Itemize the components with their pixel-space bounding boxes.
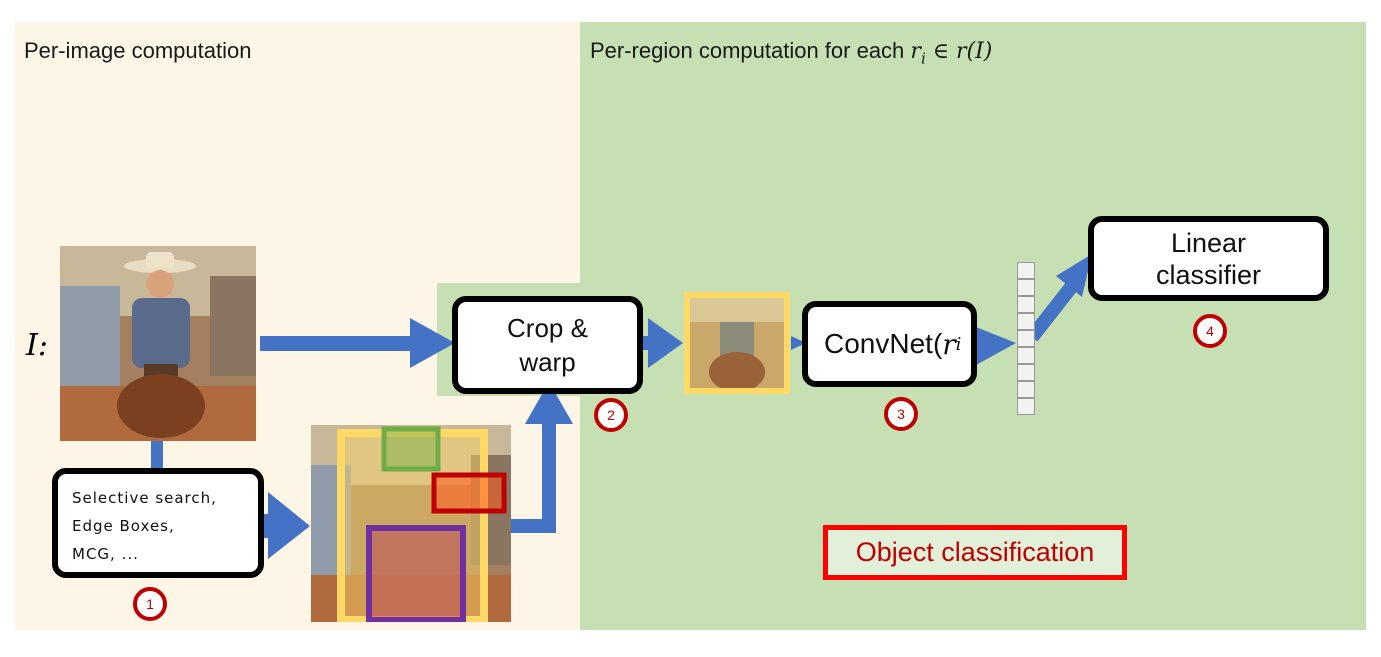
per-region-title: Per-region computation for each ri ∈ r(I… [590,38,992,67]
feature-cell [1017,330,1035,347]
feature-cell [1017,313,1035,330]
crop-line-1: Crop & [507,313,588,343]
crop-line-2: warp [519,347,576,377]
per-region-title-rest: ∈ r(I) [925,39,993,64]
object-classification-text: Object classification [855,537,1095,567]
feature-cell [1017,262,1035,279]
arrow-regions-to-crop-vertical [542,420,556,533]
per-region-title-text: Per-region computation for each [590,38,911,63]
region-red-box [431,472,507,514]
cowboy-photo-illustration [60,246,256,441]
region-purple-box [366,525,466,622]
step-1-badge: 1 [133,587,167,621]
per-region-title-sub: i [920,49,926,68]
classifier-line-2: classifier [1155,259,1262,290]
object-classification-label: Object classification [823,525,1127,580]
step-3-badge: 3 [884,397,918,431]
arrow-features-to-classifier-shaft [1026,281,1078,342]
arrow-image-to-crop-shaft [260,336,412,351]
feature-cell [1017,296,1035,313]
step-4-badge: 4 [1193,314,1227,348]
warped-region-illustration [684,292,790,394]
proposal-methods-box: Selective search, Edge Boxes, MCG, ... [52,468,264,578]
warped-region-image [684,292,790,394]
classifier-line-1: Linear [1170,227,1247,258]
region-proposals-illustration [311,425,511,622]
linear-classifier-box: Linear classifier [1088,216,1329,301]
feature-cell [1017,398,1035,415]
per-region-title-math: r [910,39,921,64]
proposal-line-2: Edge Boxes, [72,517,175,535]
region-proposals-image [311,425,511,622]
arrow-features-to-classifier-head [1056,254,1092,297]
arrow-proposals-to-regions-head [268,492,310,559]
feature-vector [1017,262,1041,415]
proposal-line-1: Selective search, [72,489,217,507]
feature-cell [1017,364,1035,381]
arrow-image-to-crop-head [410,318,455,368]
convnet-label: ConvNet( [824,328,943,359]
arrow-regions-to-crop-head [525,382,573,424]
arrow-warped-to-convnet [791,336,806,350]
feature-cell [1017,347,1035,364]
arrow-convnet-to-features [976,327,1016,365]
convnet-math: r [942,327,956,361]
feature-cell [1017,279,1035,296]
connector-image-to-proposals [151,440,163,472]
crop-warp-box: Crop & warp [452,296,643,394]
proposal-line-3: MCG, ... [72,545,139,563]
per-image-title: Per-image computation [24,38,252,63]
input-label: I: [26,328,48,363]
region-green-box [381,426,441,472]
arrow-crop-to-warped-head [648,318,683,368]
feature-cell [1017,381,1035,398]
step-2-badge: 2 [594,398,628,432]
convnet-sub: i [955,333,962,355]
input-photo [60,246,256,441]
